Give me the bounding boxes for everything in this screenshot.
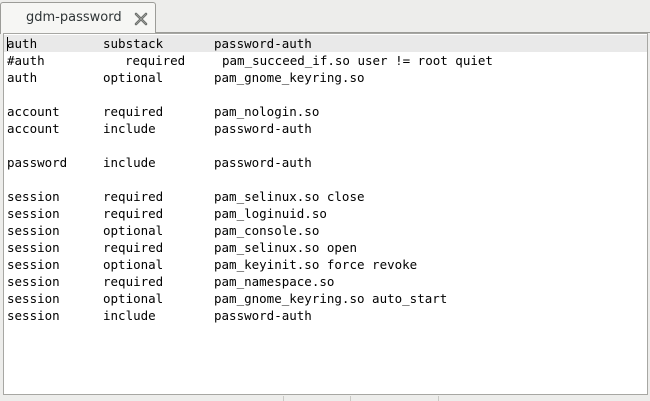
line-type: session	[7, 206, 60, 221]
line-type: session	[7, 189, 60, 204]
editor-line[interactable]: session required pam_loginuid.so	[4, 205, 647, 222]
line-control: optional	[103, 291, 164, 306]
editor-line[interactable]	[4, 171, 647, 188]
editor-line[interactable]: session optional pam_keyinit.so force revo…	[4, 256, 647, 273]
line-type: auth	[7, 70, 38, 85]
line-module: pam_keyinit.so force revoke	[214, 257, 418, 272]
line-module: pam_console.so	[214, 223, 320, 238]
text-cursor	[7, 37, 8, 51]
line-type: #auth	[7, 53, 45, 68]
line-control: required	[125, 53, 186, 68]
line-module: pam_gnome_keyring.so	[214, 70, 365, 85]
editor-line[interactable]: password include password-auth	[4, 154, 647, 171]
line-control: optional	[103, 70, 164, 85]
line-type: account	[7, 121, 60, 136]
tab-label: gdm-password	[26, 10, 122, 25]
line-module: pam_selinux.so open	[214, 240, 357, 255]
line-control: required	[103, 206, 164, 221]
editor-line[interactable]: #auth required pam_succeed_if.so user != r…	[4, 52, 647, 69]
line-type: session	[7, 257, 60, 272]
text-editor[interactable]: auth substack password-auth #auth required pa…	[3, 33, 648, 395]
tab-bar: gdm-password	[0, 0, 650, 34]
tab-gdm-password[interactable]: gdm-password	[0, 2, 156, 34]
line-type: password	[7, 155, 68, 170]
editor-line[interactable]	[4, 86, 647, 103]
line-module: pam_selinux.so close	[214, 189, 365, 204]
status-segment	[350, 396, 431, 401]
line-control: required	[103, 274, 164, 289]
line-control: optional	[103, 257, 164, 272]
editor-line[interactable]: account include password-auth	[4, 120, 647, 137]
close-icon[interactable]	[133, 11, 149, 27]
tab-bar-border	[156, 32, 650, 33]
line-control: required	[103, 240, 164, 255]
editor-line[interactable]: session include password-auth	[4, 307, 647, 324]
line-type: session	[7, 291, 60, 306]
line-module: pam_nologin.so	[214, 104, 320, 119]
line-type: account	[7, 104, 60, 119]
editor-line[interactable]: auth substack password-auth	[4, 35, 647, 52]
line-control: include	[103, 308, 156, 323]
line-module: password-auth	[214, 121, 312, 136]
editor-line[interactable]: auth optional pam_gnome_keyring.so	[4, 69, 647, 86]
line-module: pam_succeed_if.so user != root quiet	[222, 53, 493, 68]
line-control: required	[103, 189, 164, 204]
line-module: password-auth	[214, 155, 312, 170]
line-type: session	[7, 223, 60, 238]
line-module: pam_namespace.so	[214, 274, 335, 289]
line-control: optional	[103, 223, 164, 238]
line-control: include	[103, 155, 156, 170]
line-type: session	[7, 308, 60, 323]
line-control: required	[103, 104, 164, 119]
editor-line[interactable]: session required pam_namespace.so	[4, 273, 647, 290]
status-segment	[438, 396, 539, 401]
editor-line[interactable]: session optional pam_gnome_keyring.so auto…	[4, 290, 647, 307]
line-type: session	[7, 240, 60, 255]
status-segment	[283, 396, 344, 401]
editor-line[interactable]: session required pam_selinux.so open	[4, 239, 647, 256]
status-bar	[0, 395, 650, 401]
line-module: pam_loginuid.so	[214, 206, 327, 221]
line-control: include	[103, 121, 156, 136]
line-module: pam_gnome_keyring.so auto_start	[214, 291, 448, 306]
editor-line[interactable]: session optional pam_console.so	[4, 222, 647, 239]
line-type: auth	[7, 36, 38, 51]
line-type: session	[7, 274, 60, 289]
editor-line[interactable]	[4, 137, 647, 154]
editor-line[interactable]: account required pam_nologin.so	[4, 103, 647, 120]
line-control: substack	[103, 36, 164, 51]
editor-line[interactable]: session required pam_selinux.so close	[4, 188, 647, 205]
line-module: password-auth	[214, 36, 312, 51]
line-module: password-auth	[214, 308, 312, 323]
